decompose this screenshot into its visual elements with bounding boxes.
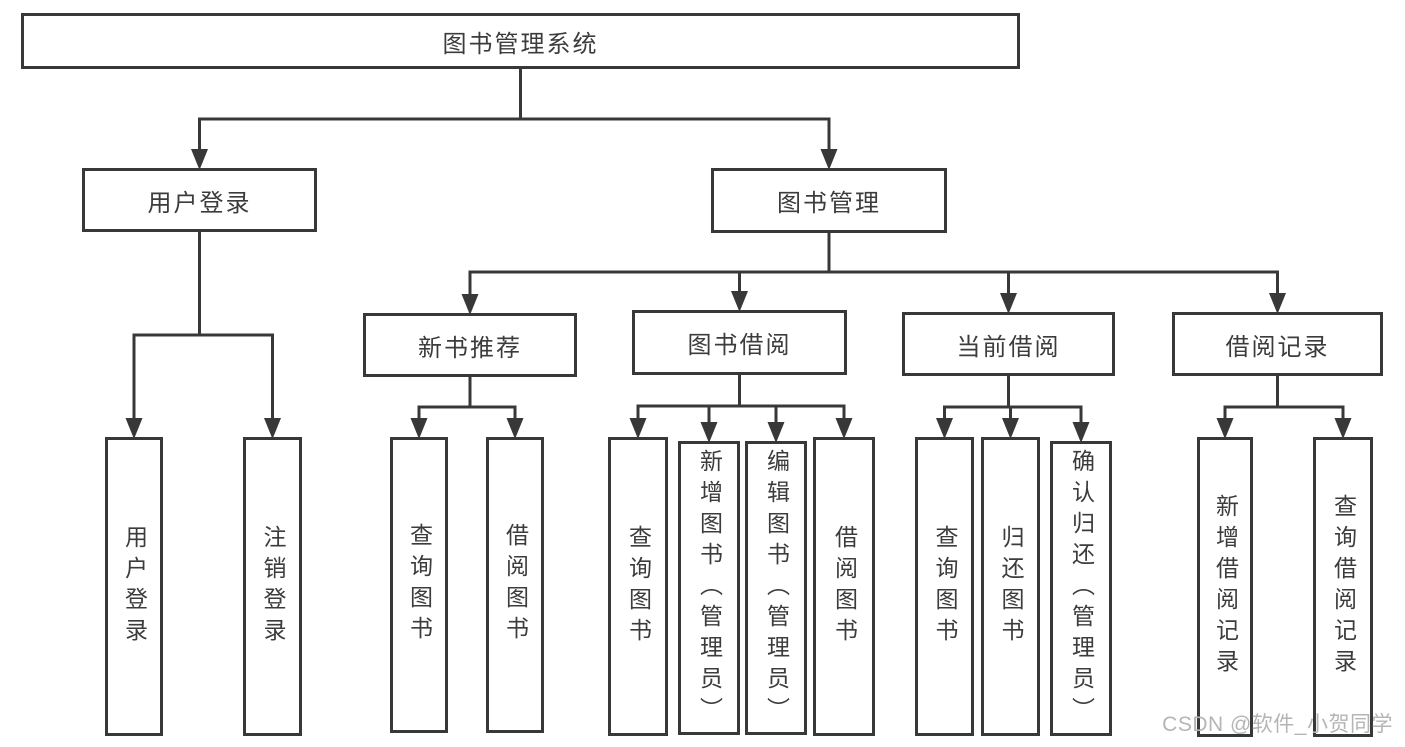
arrowhead-icon [767,422,785,443]
arrowhead-icon [731,291,748,312]
arrowhead-icon [835,418,853,439]
watermark: CSDN @软件_小贺同学 [1162,713,1393,736]
arrowhead-icon [936,418,953,439]
arrowhead-icon [461,294,479,315]
diagram-node-br-query: 查询借阅记录 [1313,437,1373,737]
diagram-node-root: 图书管理系统 [21,13,1020,69]
node-label-book-mgmt-group: 图书管理 [777,190,881,217]
arrowhead-icon [191,149,208,170]
diagram-node-cb-confirm: 确认归还（管理员） [1050,441,1112,736]
arrowhead-icon [410,418,428,439]
diagram-node-bb-borrow: 借阅图书 [813,437,875,736]
node-label-cb-return: 归还图书 [998,524,1024,649]
node-label-cb-query: 查询图书 [932,524,958,649]
node-label-bb-query: 查询图书 [625,524,652,649]
diagram-node-user-login-group: 用户登录 [82,168,317,232]
node-label-current-borrow: 当前借阅 [956,333,1061,361]
node-label-user-login-group: 用户登录 [147,189,252,217]
diagram-node-book-borrow: 图书借阅 [632,310,847,375]
node-label-book-borrow: 图书借阅 [687,332,792,359]
arrowhead-icon [1216,418,1234,439]
diagram-node-new-book-rec: 新书推荐 [363,313,577,377]
diagram-node-nb-borrow: 借阅图书 [486,437,544,733]
diagram-node-nb-query: 查询图书 [390,437,448,733]
diagram-node-borrow-record: 借阅记录 [1172,312,1383,376]
node-label-root: 图书管理系统 [442,30,599,58]
arrowhead-icon [264,418,281,439]
arrowhead-icon [1269,293,1286,314]
node-label-nb-query: 查询图书 [406,523,433,647]
node-label-bb-borrow: 借阅图书 [831,524,858,649]
arrowhead-icon [629,418,647,439]
node-label-cb-confirm: 确认归还（管理员） [1068,449,1095,728]
diagram-node-current-borrow: 当前借阅 [902,312,1115,376]
diagram-node-bb-edit: 编辑图书（管理员） [745,441,807,735]
diagram-node-book-mgmt-group: 图书管理 [711,168,947,233]
diagram-node-br-add: 新增借阅记录 [1197,437,1253,737]
arrowhead-icon [1000,293,1017,314]
arrowhead-icon [700,422,718,443]
diagram-node-bb-query: 查询图书 [608,437,668,736]
arrowhead-icon [1334,418,1352,439]
diagram-node-cb-query: 查询图书 [915,437,974,736]
arrowhead-icon [125,418,143,439]
node-label-bb-add: 新增图书（管理员） [696,448,723,728]
diagram-node-user-login: 用户登录 [105,437,163,736]
diagram-node-cb-return: 归还图书 [981,437,1040,736]
arrowhead-icon [1072,422,1090,443]
node-label-nb-borrow: 借阅图书 [502,523,529,647]
node-label-br-query: 查询借阅记录 [1330,494,1357,680]
node-label-logout: 注销登录 [260,524,286,649]
diagram-node-bb-add: 新增图书（管理员） [678,441,740,735]
arrowhead-icon [1002,418,1019,439]
node-label-borrow-record: 借阅记录 [1225,333,1330,361]
node-label-br-add: 新增借阅记录 [1212,494,1239,680]
node-label-user-login: 用户登录 [121,524,148,649]
node-label-bb-edit: 编辑图书（管理员） [763,448,790,728]
node-label-new-book-rec: 新书推荐 [418,334,522,362]
arrowhead-icon [506,418,524,439]
diagram-node-logout: 注销登录 [243,437,302,736]
arrowhead-icon [820,149,838,170]
